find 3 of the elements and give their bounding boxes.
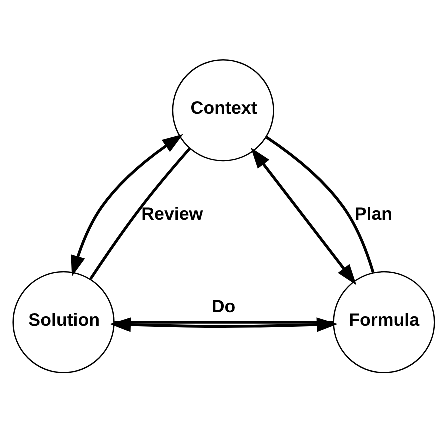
edge-label: Review — [142, 203, 204, 224]
edge-label: Plan — [354, 203, 393, 224]
edge-label: Do — [212, 296, 236, 316]
